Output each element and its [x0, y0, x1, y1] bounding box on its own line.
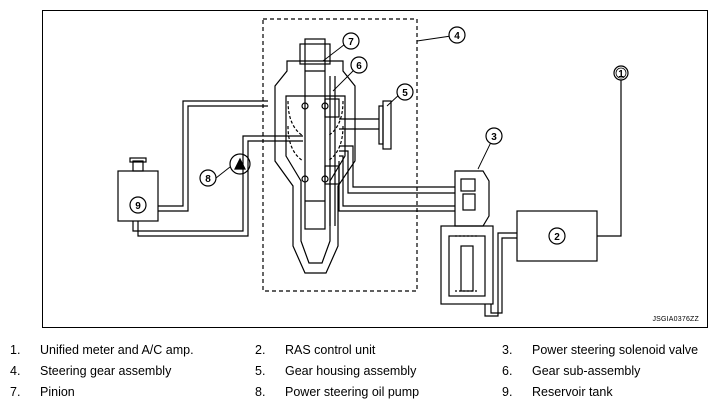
callout-label-8: 8 [205, 174, 211, 185]
legend-number: 6. [502, 364, 513, 378]
callout-label-2: 2 [554, 232, 560, 243]
legend-number: 4. [10, 364, 21, 378]
callout-6 [350, 56, 368, 74]
steering-gear-boundary [262, 18, 418, 292]
legend-number: 3. [502, 343, 513, 357]
legend-label: Unified meter and A/C amp. [40, 343, 194, 357]
callout-2 [548, 227, 566, 245]
callout-1 [613, 65, 629, 81]
figure-reference-code: JSGIA0376ZZ [652, 316, 699, 323]
legend-label: Gear housing assembly [285, 364, 417, 378]
diagram-frame: 1 2 3 4 5 6 7 8 9 JSGIA0376ZZ [42, 10, 708, 328]
wiring-solenoid-control [484, 232, 517, 317]
legend-label: Steering gear assembly [40, 364, 172, 378]
legend-label: Pinion [40, 385, 75, 399]
legend-number: 1. [10, 343, 21, 357]
legend-row-1: 1. Unified meter and A/C amp. 2. RAS con… [0, 343, 717, 363]
callout-7 [342, 32, 360, 50]
steering-system-diagram: 1 2 3 4 5 6 7 8 9 [117, 18, 629, 317]
callout-8 [199, 169, 217, 187]
pinion [299, 38, 331, 230]
legend-row-3: 7. Pinion 8. Power steering oil pump 9. … [0, 385, 717, 405]
legend-number: 8. [255, 385, 266, 399]
legend-label: Power steering solenoid valve [532, 343, 699, 357]
callout-5 [396, 83, 414, 101]
legend-number: 7. [10, 385, 21, 399]
oil-lines-reservoir [132, 100, 303, 237]
legend-label: Reservoir tank [532, 385, 613, 399]
callout-label-5: 5 [402, 88, 408, 99]
legend-row-2: 4. Steering gear assembly 5. Gear housin… [0, 364, 717, 384]
solenoid-valve [440, 170, 494, 305]
callout-3 [485, 127, 503, 145]
wiring-control-meter [597, 79, 622, 237]
legend-label: RAS control unit [285, 343, 376, 357]
gear-sub-assembly [324, 76, 340, 226]
callout-label-1: 1 [618, 69, 624, 80]
callout-label-6: 6 [356, 61, 362, 72]
callout-9 [129, 196, 147, 214]
callout-label-4: 4 [454, 31, 460, 42]
legend-number: 2. [255, 343, 266, 357]
legend-number: 5. [255, 364, 266, 378]
flange [339, 100, 392, 150]
gear-housing [274, 60, 356, 274]
oil-lines-solenoid [338, 145, 455, 212]
callout-label-3: 3 [491, 132, 497, 143]
callout-4 [448, 26, 466, 44]
oil-pump [229, 153, 251, 175]
legend-label: Gear sub-assembly [532, 364, 641, 378]
legend-label: Power steering oil pump [285, 385, 420, 399]
callout-label-7: 7 [348, 37, 354, 48]
legend-number: 9. [502, 385, 513, 399]
callout-label-9: 9 [135, 201, 141, 212]
